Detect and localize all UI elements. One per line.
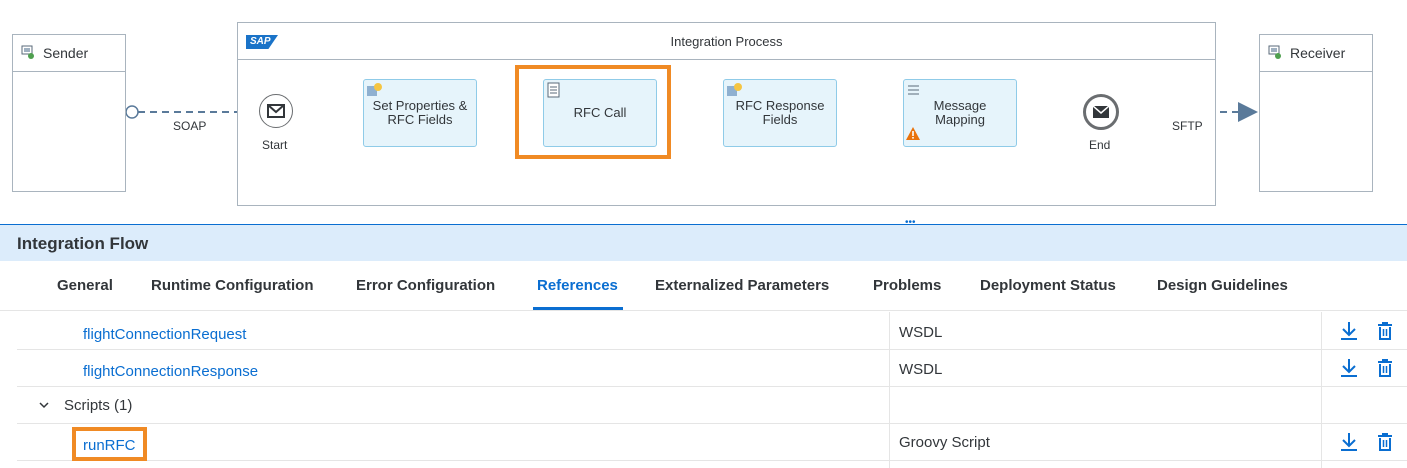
- content-modifier-icon: [366, 82, 382, 103]
- rfc-call-label: RFC Call: [573, 105, 627, 120]
- script-icon: [546, 82, 562, 103]
- start-label: Start: [262, 138, 288, 152]
- reference-link[interactable]: flightConnectionResponse: [83, 363, 259, 380]
- receiver-label: Receiver: [1290, 45, 1346, 61]
- rfc-response-label: RFC Response Fields: [735, 98, 825, 127]
- download-icon[interactable]: [1339, 358, 1359, 378]
- pool-title: Integration Process: [670, 34, 783, 49]
- table-row[interactable]: flightConnectionRequest WSDL: [17, 312, 1407, 350]
- table-row[interactable]: flightConnectionResponse WSDL: [17, 350, 1407, 387]
- end-label: End: [1089, 138, 1111, 152]
- soap-label: SOAP: [173, 119, 207, 133]
- active-tab-indicator: [533, 307, 623, 310]
- tab-error-configuration[interactable]: Error Configuration: [356, 277, 496, 294]
- rfc-call-highlight: [515, 65, 671, 159]
- envelope-filled-icon: [1093, 106, 1109, 118]
- sender-participant[interactable]: Sender: [12, 34, 126, 192]
- reference-type: WSDL: [899, 324, 943, 341]
- pool-divider: [238, 59, 1215, 60]
- rfc-response-fields-step[interactable]: RFC Response Fields: [723, 79, 837, 147]
- sender-label: Sender: [43, 45, 89, 61]
- resize-handle[interactable]: •••: [905, 217, 916, 228]
- tab-design-guidelines[interactable]: Design Guidelines: [1157, 277, 1288, 294]
- group-label: Scripts (1): [64, 397, 133, 414]
- integration-flow-canvas[interactable]: Sender Receiver SAP Integration Process …: [0, 0, 1407, 228]
- rfc-call-step[interactable]: RFC Call: [543, 79, 657, 147]
- warning-icon[interactable]: [906, 127, 920, 145]
- receiver-participant[interactable]: Receiver: [1259, 34, 1373, 192]
- sftp-label: SFTP: [1172, 119, 1203, 133]
- references-table: flightConnectionRequest WSDL flightConne…: [17, 312, 1407, 468]
- tab-general[interactable]: General: [57, 277, 113, 294]
- participant-icon: [1268, 45, 1282, 62]
- property-tabs: General Runtime Configuration Error Conf…: [0, 261, 1407, 311]
- sap-logo: SAP: [246, 35, 278, 49]
- tab-problems[interactable]: Problems: [873, 277, 942, 294]
- panel-title: Integration Flow: [0, 224, 1407, 261]
- tab-runtime-configuration[interactable]: Runtime Configuration: [151, 277, 314, 294]
- tab-references[interactable]: References: [537, 277, 618, 294]
- download-icon[interactable]: [1339, 321, 1359, 341]
- envelope-icon: [267, 104, 285, 118]
- set-properties-label: Set Properties & RFC Fields: [372, 98, 468, 127]
- reference-link[interactable]: flightConnectionRequest: [83, 326, 247, 343]
- tab-externalized-parameters[interactable]: Externalized Parameters: [655, 277, 830, 294]
- script-link[interactable]: runRFC: [83, 437, 136, 454]
- reference-type: WSDL: [899, 361, 943, 378]
- column-divider: [1321, 312, 1322, 468]
- reference-type: Groovy Script: [899, 434, 990, 451]
- delete-icon[interactable]: [1375, 432, 1395, 452]
- set-properties-step[interactable]: Set Properties & RFC Fields: [363, 79, 477, 147]
- mapping-icon: [907, 83, 921, 102]
- group-row-scripts[interactable]: Scripts (1): [17, 387, 1407, 424]
- participant-icon: [21, 45, 35, 62]
- start-event[interactable]: [259, 94, 293, 128]
- table-row[interactable]: runRFC Groovy Script: [17, 424, 1407, 461]
- chevron-down-icon[interactable]: [39, 397, 49, 415]
- message-mapping-label: Message Mapping: [933, 98, 987, 127]
- download-icon[interactable]: [1339, 432, 1359, 452]
- delete-icon[interactable]: [1375, 321, 1395, 341]
- end-event[interactable]: [1083, 94, 1119, 130]
- content-modifier-icon: [726, 82, 742, 103]
- column-divider: [889, 312, 890, 468]
- tab-deployment-status[interactable]: Deployment Status: [980, 277, 1116, 294]
- run-rfc-highlight: [72, 427, 147, 461]
- message-mapping-step[interactable]: Message Mapping: [903, 79, 1017, 147]
- delete-icon[interactable]: [1375, 358, 1395, 378]
